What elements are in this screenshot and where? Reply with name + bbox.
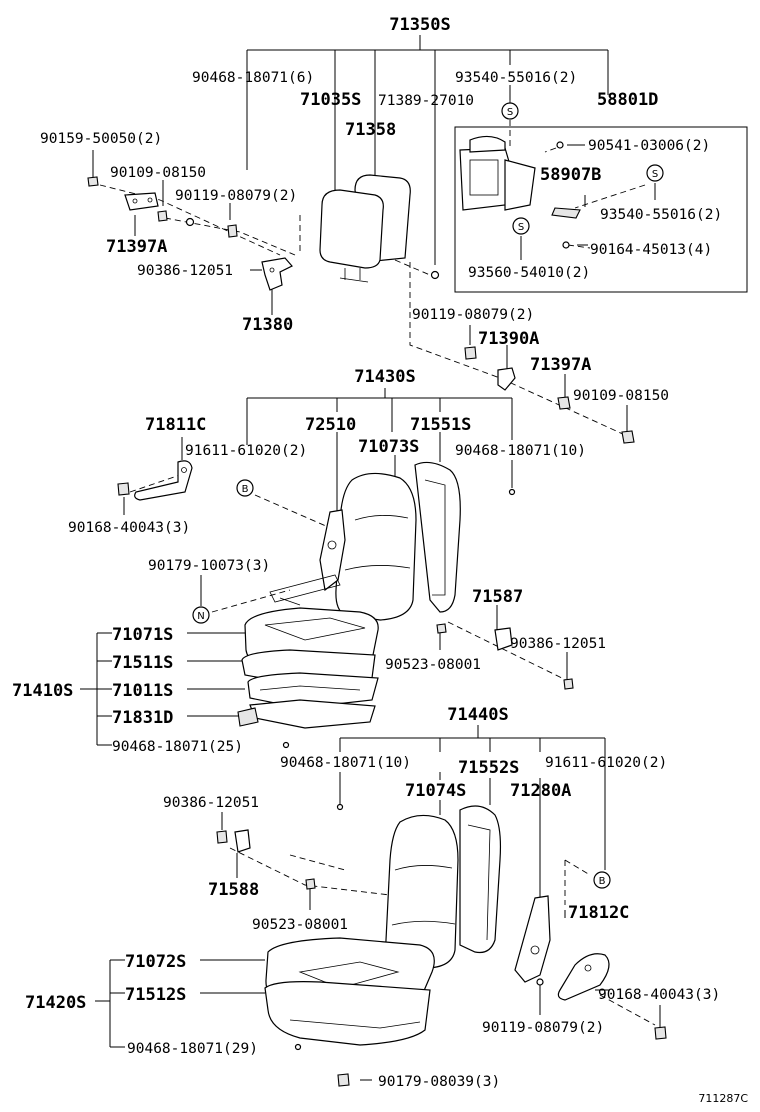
label-71074S: 71074S <box>405 781 466 801</box>
label-71587: 71587 <box>472 587 523 607</box>
label-90386-12051-rear: 90386-12051 <box>163 795 259 811</box>
ref-marker-s3: S <box>512 217 530 235</box>
label-90468-18071-25: 90468-18071(25) <box>112 739 243 755</box>
bracket-71390A <box>464 346 635 444</box>
armrest-box-shape <box>459 135 581 249</box>
label-71035S: 71035S <box>300 90 361 110</box>
label-71588: 71588 <box>208 880 259 900</box>
label-90119-08079-rear: 90119-08079(2) <box>482 1020 604 1036</box>
label-71811C: 71811C <box>145 415 206 435</box>
label-93560-54010: 93560-54010(2) <box>468 265 590 281</box>
label-90523-08001-front: 90523-08001 <box>385 657 481 673</box>
label-90179-08039: 90179-08039(3) <box>378 1074 500 1090</box>
leader-lines <box>80 35 748 1081</box>
label-71350S: 71350S <box>389 15 450 35</box>
label-90168-40043-front: 90168-40043(3) <box>68 520 190 536</box>
small-hardware-front <box>436 488 574 690</box>
reference-markers: S S S B N B <box>192 102 664 889</box>
label-71011S: 71011S <box>112 681 173 701</box>
lever-71812C <box>557 953 667 1040</box>
label-90386-12051-mid: 90386-12051 <box>510 636 606 652</box>
svg-text:B: B <box>242 484 249 495</box>
parts-drawings <box>87 135 667 1087</box>
label-90386-12051-top: 90386-12051 <box>137 263 233 279</box>
label-71552S: 71552S <box>458 758 519 778</box>
svg-text:N: N <box>197 611 204 622</box>
label-58801D: 58801D <box>597 90 658 110</box>
part-labels: 71350S 90468-18071(6) 93540-55016(2) 710… <box>12 15 748 1105</box>
bracket-71397A-top <box>87 176 238 238</box>
label-93540-55016-a: 93540-55016(2) <box>455 70 577 86</box>
headrest-shape <box>319 174 411 283</box>
label-71358: 71358 <box>345 120 396 140</box>
label-90168-40043-rear: 90168-40043(3) <box>598 987 720 1003</box>
label-71380: 71380 <box>242 315 293 335</box>
label-71397A-top: 71397A <box>106 237 167 257</box>
label-71071S: 71071S <box>112 625 173 645</box>
label-91611-61020-front: 91611-61020(2) <box>185 443 307 459</box>
label-71812C: 71812C <box>568 903 629 923</box>
seat-back-front <box>335 461 461 621</box>
label-71440S: 71440S <box>447 705 508 725</box>
label-71397A-mid: 71397A <box>530 355 591 375</box>
label-90119-08079-mid: 90119-08079(2) <box>412 307 534 323</box>
label-71551S: 71551S <box>410 415 471 435</box>
label-71072S: 71072S <box>125 952 186 972</box>
label-71410S: 71410S <box>12 681 73 701</box>
label-71511S: 71511S <box>112 653 173 673</box>
label-71420S: 71420S <box>25 993 86 1013</box>
ref-marker-b1: B <box>236 479 254 497</box>
label-71831D: 71831D <box>112 708 173 728</box>
label-71390A: 71390A <box>478 329 539 349</box>
label-90109-08150-mid: 90109-08150 <box>573 388 669 404</box>
ref-marker-s2: S <box>646 164 664 182</box>
svg-text:S: S <box>518 222 524 233</box>
screw-71389 <box>430 270 440 280</box>
svg-text:S: S <box>507 107 513 118</box>
svg-text:S: S <box>652 169 658 180</box>
label-71073S: 71073S <box>358 437 419 457</box>
label-90541-03006: 90541-03006(2) <box>588 138 710 154</box>
svg-text:B: B <box>599 876 606 887</box>
label-90109-08150-top: 90109-08150 <box>110 165 206 181</box>
recliner-72510 <box>269 509 346 606</box>
label-93540-55016-b: 93540-55016(2) <box>600 207 722 223</box>
ref-marker-b2: B <box>593 871 611 889</box>
label-90468-18071-10a: 90468-18071(10) <box>455 443 586 459</box>
label-71389-27010: 71389-27010 <box>378 93 474 109</box>
label-71512S: 71512S <box>125 985 186 1005</box>
label-72510: 72510 <box>305 415 356 435</box>
label-90159-50050: 90159-50050(2) <box>40 131 162 147</box>
seat-back-rear <box>385 805 502 969</box>
label-90468-18071-6: 90468-18071(6) <box>192 70 314 86</box>
ref-marker-n1: N <box>192 606 210 624</box>
ref-marker-s1: S <box>501 102 519 120</box>
seat-cushion-front <box>237 607 379 729</box>
bracket-71380 <box>261 257 293 291</box>
label-90468-18071-10b: 90468-18071(10) <box>280 755 411 771</box>
label-90164-45013: 90164-45013(4) <box>590 242 712 258</box>
label-91611-61020-rear: 91611-61020(2) <box>545 755 667 771</box>
label-90468-18071-29: 90468-18071(29) <box>127 1041 258 1057</box>
lever-71811C <box>117 460 193 501</box>
small-hardware-rear <box>216 803 350 1087</box>
clip-90468-25 <box>282 741 290 749</box>
recliner-71280A <box>514 895 551 986</box>
label-90523-08001-rear: 90523-08001 <box>252 917 348 933</box>
label-71280A: 71280A <box>510 781 571 801</box>
label-90179-10073: 90179-10073(3) <box>148 558 270 574</box>
figure-code: 711287C <box>698 1092 748 1105</box>
seat-cushion-rear <box>264 937 435 1046</box>
label-71430S: 71430S <box>354 367 415 387</box>
label-90119-08079-top: 90119-08079(2) <box>175 188 297 204</box>
label-58907B: 58907B <box>540 165 601 185</box>
